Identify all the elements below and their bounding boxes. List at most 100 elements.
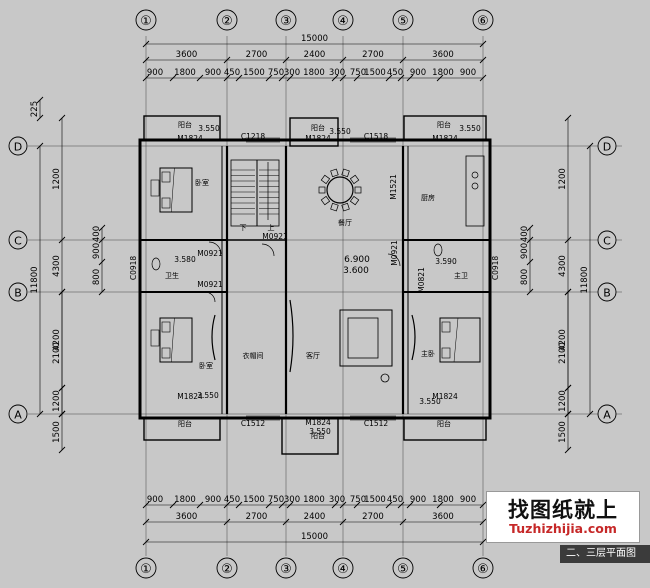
dim-tick	[142, 56, 150, 64]
dim-tick	[479, 518, 487, 526]
room-label: 衣帽间	[243, 351, 264, 360]
dim-bottom-sub-text: 300	[284, 495, 300, 505]
bed-master-pillow	[441, 347, 451, 359]
dim-tick	[564, 384, 572, 392]
dim-tick	[235, 74, 243, 82]
axis-label: ①	[140, 14, 152, 29]
dim-tick	[58, 384, 66, 392]
dim-tick	[169, 74, 177, 82]
toilet-fixture	[151, 257, 161, 271]
dim-tick	[564, 446, 572, 454]
axis-label: ③	[280, 562, 292, 577]
axis-label: ⑥	[477, 14, 489, 29]
bed-master	[439, 317, 481, 363]
dim-tick	[223, 501, 231, 509]
dim-tick	[331, 74, 339, 82]
dim-tick	[406, 74, 414, 82]
dim-top-sub-text: 900	[410, 68, 426, 78]
level-mark: 6.900	[344, 255, 370, 265]
axis-label: C	[603, 235, 611, 248]
dim-right-a-text: 1200	[558, 168, 568, 190]
watermark-logo: 找图纸就上 Tuzhizhijia.com	[486, 491, 640, 543]
side-table	[380, 373, 390, 383]
dim-tick	[98, 224, 106, 232]
dim-left-mid-text: 900	[92, 243, 102, 259]
dim-tick	[406, 501, 414, 509]
dim-tick	[586, 410, 594, 418]
dim-tick	[36, 410, 44, 418]
axis-bubble	[275, 9, 297, 31]
room-label: 餐厅	[338, 218, 352, 227]
dim-tick	[196, 501, 204, 509]
window-code: C0918	[129, 256, 138, 281]
bed-master-fold	[453, 317, 459, 363]
dim-bottom-sub-text: 450	[387, 495, 403, 505]
stove	[471, 182, 479, 190]
door-swing	[208, 241, 222, 255]
door-code: M0821	[417, 267, 426, 293]
dim-tick	[526, 224, 534, 232]
dim-tick	[98, 236, 106, 244]
dim-tick	[353, 501, 361, 509]
door-code: M0921	[197, 249, 223, 258]
axis-bubble	[8, 404, 28, 424]
axis-label: ④	[337, 562, 349, 577]
dim-tick	[331, 501, 339, 509]
room-label: 上	[268, 223, 275, 232]
bed-nw	[159, 167, 193, 213]
bed-nw-fold	[170, 167, 175, 213]
sofa-set	[339, 309, 393, 367]
dim-bottom-sub-text: 900	[460, 495, 476, 505]
door-swing	[261, 243, 275, 257]
door-code: M1824	[432, 392, 458, 401]
dim-tick	[526, 258, 534, 266]
dim-tick	[58, 410, 66, 418]
bed-sw-pillow	[161, 321, 171, 333]
dim-left-total-text: 11800	[30, 266, 40, 293]
dim-tick	[339, 56, 347, 64]
axis-bubble	[332, 557, 354, 579]
dim-tick	[586, 142, 594, 150]
dining-table	[326, 176, 354, 204]
dim-left-a-text: 2100	[52, 342, 62, 364]
balcony-sw	[143, 417, 221, 441]
bed-sw-pillow	[161, 347, 171, 359]
dim-tick	[339, 74, 347, 82]
dim-tick	[479, 501, 487, 509]
axis-bubble	[8, 136, 28, 156]
dim-tick	[526, 236, 534, 244]
axis-label: ②	[221, 14, 233, 29]
dining-chair	[349, 174, 360, 185]
coffee-table	[347, 317, 379, 359]
axis-bubble	[597, 136, 617, 156]
window-code: C1512	[364, 419, 389, 428]
dim-tick	[286, 501, 294, 509]
axis-label: D	[603, 141, 611, 154]
dining-chair	[341, 168, 350, 178]
axis-bubble	[472, 9, 494, 31]
dim-tick	[142, 501, 150, 509]
dim-tick	[479, 40, 487, 48]
door-code: M1824	[177, 134, 203, 143]
dim-tick	[142, 538, 150, 546]
dim-tick	[399, 56, 407, 64]
dim-tick	[142, 518, 150, 526]
dim-bottom-overall-text: 15000	[301, 532, 328, 542]
dim-left-mid-text: 800	[92, 269, 102, 285]
level-mark: 3.600	[343, 266, 369, 276]
dim-bottom-sub-text: 750	[268, 495, 284, 505]
balcony-se	[403, 417, 487, 441]
dim-tick	[526, 288, 534, 296]
door-code: M1824	[305, 134, 331, 143]
dim-top-main-text: 2700	[246, 50, 268, 60]
dim-tick	[282, 518, 290, 526]
axis-bubble	[216, 557, 238, 579]
dim-top-sub-text: 1500	[364, 68, 386, 78]
axis-bubble	[332, 9, 354, 31]
room-label: 阳台	[437, 120, 451, 129]
room-label: 厨房	[421, 193, 435, 202]
dim-tick	[339, 518, 347, 526]
bed-nw-pillow	[161, 171, 171, 183]
axis-label: ⑤	[397, 562, 409, 577]
dim-tick	[282, 56, 290, 64]
